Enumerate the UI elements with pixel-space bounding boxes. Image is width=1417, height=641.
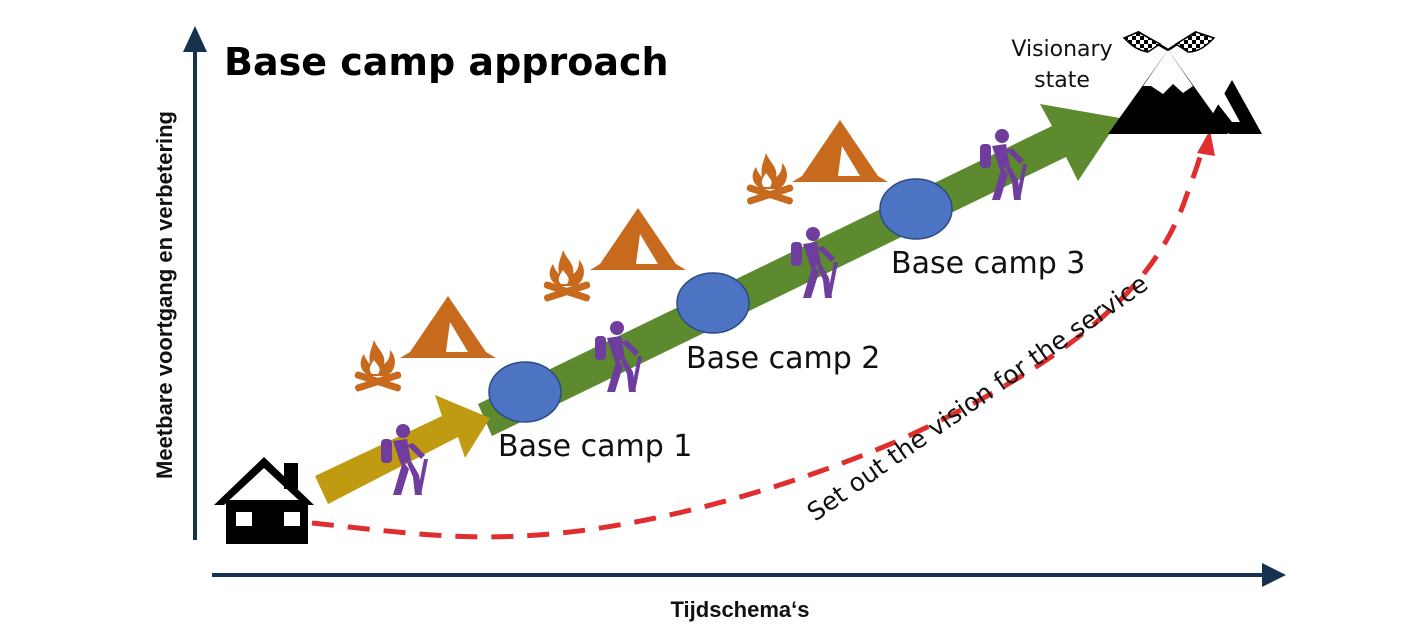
tent-icon: [590, 208, 686, 270]
tent-icon: [400, 296, 496, 358]
y-axis-label: Meetbare voortgang en verbetering: [152, 111, 177, 479]
campfire-icon: [745, 153, 795, 206]
base-camp-3-marker: [879, 178, 953, 240]
vision-path: [311, 149, 1205, 540]
y-axis: [183, 26, 207, 540]
vision-path-label: Set out the vision for the service: [802, 269, 1153, 527]
campfire-icon: [353, 340, 403, 393]
goal-label-line1: Visionary: [1011, 37, 1112, 62]
goal-label-line2: state: [1034, 68, 1090, 93]
x-axis-label: Tijdschema‘s: [671, 597, 810, 622]
base-camp-1-label: Base camp 1: [498, 429, 692, 464]
tent-icon: [792, 120, 888, 182]
base-camp-3-label: Base camp 3: [891, 246, 1085, 281]
base-camp-1-marker: [488, 361, 562, 423]
progress-arrow: [478, 104, 1120, 436]
x-axis: [212, 563, 1286, 587]
checkered-flag-icon: [1122, 30, 1216, 53]
base-camp-2-marker: [676, 272, 750, 334]
page-title: Base camp approach: [224, 40, 669, 84]
campfire-icon: [542, 250, 592, 303]
mountain-icon: [1108, 50, 1262, 134]
house-icon: [214, 457, 314, 544]
base-camp-2-label: Base camp 2: [686, 341, 880, 376]
vision-arrowhead: [1197, 130, 1215, 156]
